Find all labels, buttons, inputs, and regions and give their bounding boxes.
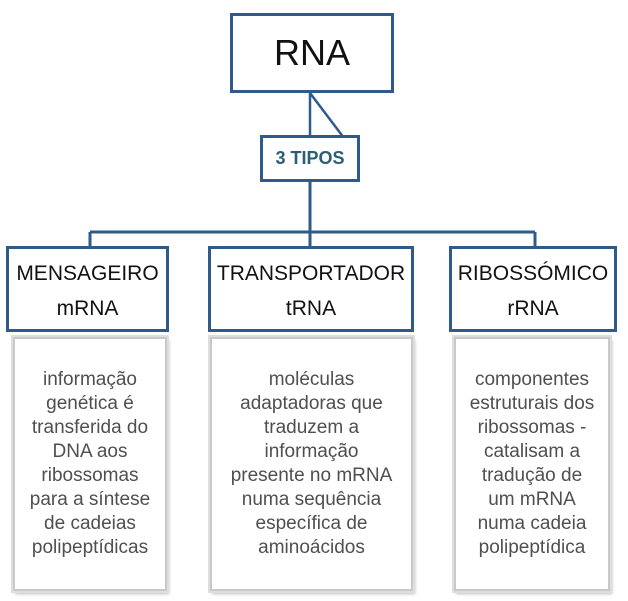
- category-abbr: tRNA: [285, 297, 337, 320]
- category-abbr: mRNA: [56, 297, 119, 320]
- root-label: RNA: [273, 32, 350, 73]
- description-text: componentes estruturais dos ribossomas -…: [469, 369, 595, 558]
- category-abbr: rRNA: [507, 297, 559, 320]
- category-node-ribossomico: RIBOSSÓMICO rRNA: [449, 246, 617, 332]
- category-name: RIBOSSÓMICO: [457, 262, 609, 285]
- root-node: RNA: [230, 13, 394, 93]
- tipos-label: 3 TIPOS: [275, 148, 345, 168]
- category-node-transportador: TRANSPORTADOR tRNA: [208, 246, 414, 332]
- callout-pointer: [308, 89, 347, 140]
- category-name: MENSAGEIRO: [16, 262, 159, 285]
- description-text: informação genética é transferida do DNA…: [29, 369, 151, 558]
- tipos-node: 3 TIPOS: [260, 135, 360, 182]
- category-node-mensageiro: MENSAGEIRO mRNA: [6, 246, 169, 332]
- description-text: moléculas adaptadoras que traduzem a inf…: [230, 369, 393, 558]
- description-ribossomico: componentes estruturais dos ribossomas -…: [454, 337, 610, 591]
- description-mensageiro: informação genética é transferida do DNA…: [13, 337, 167, 591]
- category-name: TRANSPORTADOR: [216, 262, 406, 285]
- description-transportador: moléculas adaptadoras que traduzem a inf…: [210, 337, 413, 591]
